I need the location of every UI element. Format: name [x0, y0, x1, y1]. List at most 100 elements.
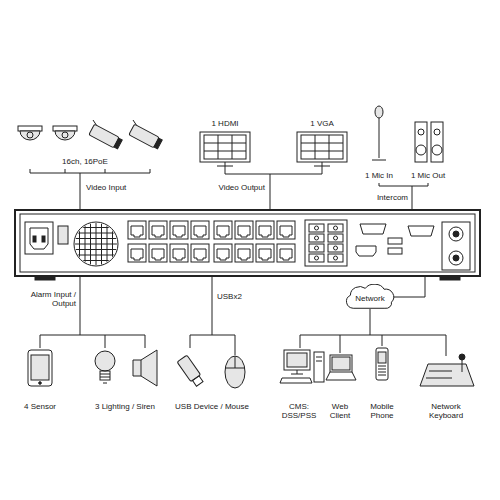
vga-port: [360, 224, 386, 234]
poe-ports: [277, 244, 295, 262]
poe-ports: [191, 244, 209, 262]
cooling-fan: [74, 222, 118, 266]
network-cloud: Network: [342, 284, 398, 310]
sensor-tablet: [28, 350, 52, 386]
network-keyboard: [420, 364, 474, 386]
cms-computer: [280, 370, 312, 383]
alarm-terminal-block: [328, 234, 343, 242]
alarm-wire: [40, 276, 145, 348]
alarm-terminal-block: [334, 246, 338, 250]
part-label: Video Output: [205, 183, 265, 192]
lighting-lamp: [95, 351, 115, 371]
vga-monitor: [314, 162, 330, 166]
hdmi-monitor: [200, 132, 250, 166]
web-laptop: [326, 355, 356, 380]
poe-ports: [259, 249, 271, 260]
part-label: Alarm Input / Output: [16, 290, 76, 308]
vga-port: [360, 224, 386, 234]
cooling-fan: [74, 255, 118, 256]
poe-ports: [217, 249, 229, 260]
vga-monitor: [301, 135, 343, 159]
poe-ports: [194, 226, 206, 237]
alarm-terminal-block: [315, 246, 319, 250]
alarm-terminal-block: [315, 256, 319, 260]
microphone: [372, 106, 386, 160]
part-label: 3 Lighting / Siren: [85, 402, 165, 411]
cms-computer: [287, 353, 307, 367]
serial-port: [408, 226, 434, 236]
power-socket: [25, 222, 68, 254]
alarm-terminal-block: [328, 244, 343, 252]
speaker: [418, 129, 424, 135]
hdmi-port: [356, 246, 376, 256]
poe-ports: [256, 221, 274, 239]
part-label: CMS: DSS/PSS: [280, 402, 318, 420]
bullet-camera: [129, 124, 163, 150]
poe-ports: [214, 221, 232, 239]
usb-stick: [192, 376, 203, 386]
bullet-camera: [129, 120, 163, 150]
alarm-wire: [40, 276, 145, 348]
siren-horn: [133, 350, 157, 386]
cooling-fan: [74, 244, 118, 245]
alarm-terminal-block: [309, 234, 324, 242]
vga-monitor: [301, 135, 343, 159]
hdmi-monitor: [217, 162, 233, 166]
part-label: 1 Mic Out: [406, 171, 450, 180]
poe-ports: [277, 221, 295, 239]
alarm-terminal-block: [334, 226, 338, 230]
usb-port: [388, 238, 402, 244]
sensor-tablet: [39, 382, 42, 385]
speaker: [415, 122, 427, 162]
bullet-camera: [114, 138, 122, 149]
network-wire: [370, 309, 371, 335]
alarm-terminal-block: [305, 220, 347, 266]
cms-computer: [280, 350, 324, 383]
nvr-rear-panel: [15, 210, 480, 280]
speaker: [416, 145, 426, 155]
cms-computer: [316, 357, 322, 361]
cooling-fan: [74, 222, 118, 266]
part-label: 16ch, 16PoE: [55, 157, 115, 166]
poe-ports: [128, 244, 146, 262]
speaker: [431, 122, 443, 162]
alarm-terminal-block: [309, 254, 324, 262]
alarm-terminal-block: [334, 256, 338, 260]
dome-camera: [62, 132, 68, 138]
hdmi-monitor: [200, 132, 250, 162]
alarm-terminal-block: [328, 254, 343, 262]
microphone: [375, 106, 383, 118]
cooling-fan: [74, 222, 75, 266]
lighting-lamp: [95, 351, 115, 383]
poe-ports: [128, 221, 295, 262]
poe-ports: [235, 244, 253, 262]
part-label: Network Keyboard: [420, 402, 472, 420]
speaker: [434, 129, 440, 135]
audio-port: [449, 227, 463, 241]
alarm-terminal-block: [305, 220, 347, 266]
usb-wire: [190, 276, 235, 355]
dome-camera: [55, 131, 75, 140]
vga-monitor: [297, 132, 347, 166]
poe-ports: [131, 249, 143, 260]
hdmi-monitor: [204, 135, 246, 159]
poe-ports: [152, 249, 164, 260]
poe-ports: [238, 249, 250, 260]
poe-ports: [170, 244, 188, 262]
audio-port: [453, 255, 459, 261]
speaker: [432, 145, 442, 155]
dome-camera: [18, 126, 42, 140]
usb-wire: [190, 276, 235, 355]
part-label: 4 Sensor: [15, 402, 65, 411]
poe-ports: [152, 226, 164, 237]
cms-computer: [314, 352, 324, 382]
poe-ports: [170, 221, 188, 239]
power-socket: [33, 236, 36, 242]
network-wire: [392, 276, 425, 297]
siren-horn: [141, 360, 142, 376]
bullet-camera: [89, 120, 123, 150]
bullet-camera: [89, 124, 123, 150]
hdmi-port: [356, 246, 376, 256]
power-socket: [30, 228, 48, 249]
